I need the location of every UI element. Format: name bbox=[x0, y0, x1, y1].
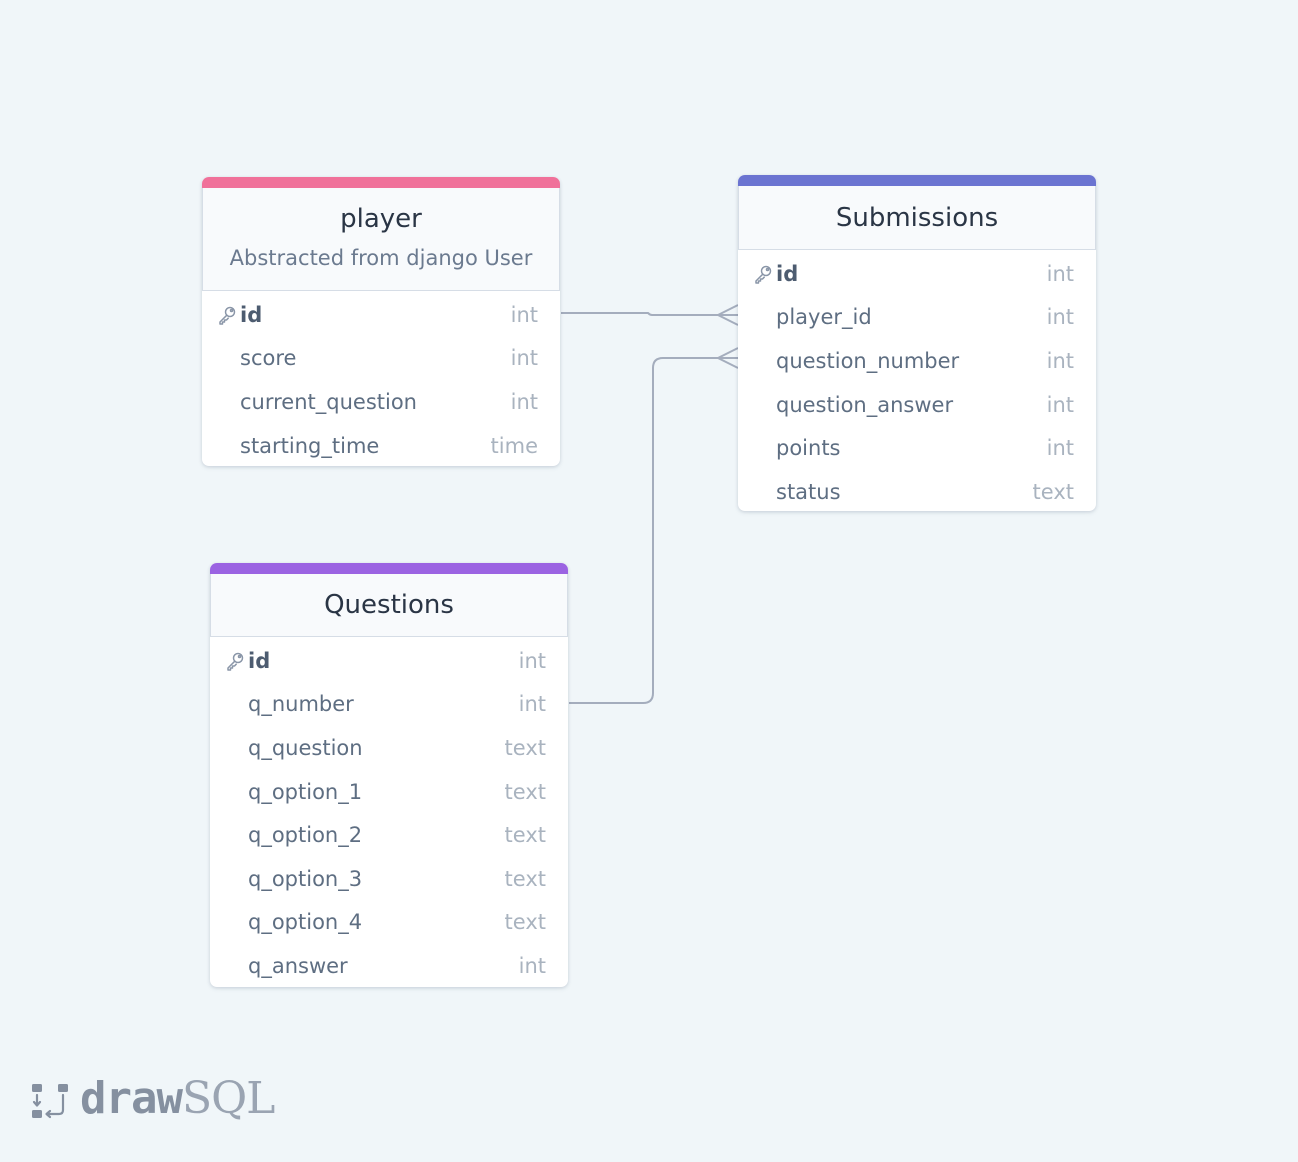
column-name: status bbox=[776, 479, 841, 504]
column-row[interactable]: q_option_4 text bbox=[210, 901, 568, 945]
column-type: text bbox=[504, 866, 546, 891]
column-name: id bbox=[776, 261, 799, 286]
column-name: points bbox=[776, 436, 841, 461]
column-name: player_id bbox=[776, 305, 872, 330]
column-row[interactable]: player_id int bbox=[738, 296, 1096, 340]
table-header[interactable]: Questions bbox=[210, 574, 568, 637]
table-submissions[interactable]: Submissions id int player_id int questio… bbox=[738, 175, 1096, 511]
table-color-bar bbox=[210, 563, 568, 574]
column-row[interactable]: status text bbox=[738, 470, 1096, 511]
column-name: question_answer bbox=[776, 392, 954, 417]
crowfoot-question-number bbox=[717, 347, 739, 369]
table-color-bar bbox=[202, 177, 560, 188]
column-type: text bbox=[504, 779, 546, 804]
column-row[interactable]: q_answer int bbox=[210, 944, 568, 987]
crowfoot-player-id bbox=[717, 304, 739, 326]
key-slot bbox=[210, 651, 248, 671]
column-row[interactable]: q_option_2 text bbox=[210, 813, 568, 857]
column-row[interactable]: id int bbox=[210, 639, 568, 683]
column-type: text bbox=[504, 910, 546, 935]
table-header[interactable]: Submissions bbox=[738, 186, 1096, 250]
column-name: id bbox=[248, 648, 271, 673]
column-type: int bbox=[510, 302, 538, 327]
column-row[interactable]: q_number int bbox=[210, 683, 568, 727]
column-type: text bbox=[504, 823, 546, 848]
key-slot bbox=[202, 305, 240, 325]
table-questions[interactable]: Questions id int q_number int q_question… bbox=[210, 563, 568, 987]
relationship-questions-submissions bbox=[569, 357, 738, 704]
key-slot bbox=[738, 264, 776, 284]
column-row[interactable]: score int bbox=[202, 337, 560, 381]
column-row[interactable]: points int bbox=[738, 426, 1096, 470]
column-name: q_question bbox=[248, 735, 363, 760]
column-row[interactable]: q_question text bbox=[210, 726, 568, 770]
column-name: q_option_3 bbox=[248, 866, 363, 891]
column-list: id int player_id int question_number int… bbox=[738, 250, 1096, 511]
column-list: id int q_number int q_question text q_op… bbox=[210, 637, 568, 987]
column-type: int bbox=[518, 953, 546, 978]
column-type: int bbox=[1046, 261, 1074, 286]
primary-key-icon bbox=[227, 652, 244, 671]
column-name: q_answer bbox=[248, 953, 348, 978]
column-row[interactable]: question_number int bbox=[738, 339, 1096, 383]
column-type: int bbox=[518, 692, 546, 717]
column-type: int bbox=[1046, 348, 1074, 373]
column-row[interactable]: q_option_3 text bbox=[210, 857, 568, 901]
column-name: q_option_1 bbox=[248, 779, 363, 804]
table-title: Submissions bbox=[835, 203, 999, 233]
column-name: question_number bbox=[776, 348, 960, 373]
column-row[interactable]: id int bbox=[738, 252, 1096, 296]
logo-word-sql: SQL bbox=[181, 1072, 275, 1124]
column-name: q_option_4 bbox=[248, 910, 363, 935]
column-type: int bbox=[1046, 392, 1074, 417]
column-name: current_question bbox=[240, 389, 417, 414]
column-name: score bbox=[240, 346, 297, 371]
column-name: starting_time bbox=[240, 433, 380, 458]
column-name: q_option_2 bbox=[248, 823, 363, 848]
logo-word-draw: draw bbox=[80, 1072, 183, 1124]
table-comment: Abstracted from django User bbox=[229, 246, 533, 270]
primary-key-icon bbox=[755, 265, 772, 284]
column-type: int bbox=[1046, 436, 1074, 461]
column-type: text bbox=[504, 735, 546, 760]
column-row[interactable]: q_option_1 text bbox=[210, 770, 568, 814]
column-list: id int score int current_question int st… bbox=[202, 291, 560, 466]
column-name: q_number bbox=[248, 692, 354, 717]
column-type: time bbox=[490, 433, 538, 458]
column-row[interactable]: current_question int bbox=[202, 380, 560, 424]
column-row[interactable]: question_answer int bbox=[738, 383, 1096, 427]
column-type: text bbox=[1032, 479, 1074, 504]
column-type: int bbox=[510, 389, 538, 414]
column-type: int bbox=[518, 648, 546, 673]
column-type: int bbox=[1046, 305, 1074, 330]
table-header[interactable]: player Abstracted from django User bbox=[202, 188, 560, 291]
table-player[interactable]: player Abstracted from django User id in… bbox=[202, 177, 560, 466]
relationship-player-submissions bbox=[561, 312, 738, 316]
table-color-bar bbox=[738, 175, 1096, 186]
column-type: int bbox=[510, 346, 538, 371]
primary-key-icon bbox=[219, 306, 236, 325]
column-name: id bbox=[240, 302, 263, 327]
drawsql-logo-icon bbox=[32, 1084, 68, 1119]
table-title: player bbox=[340, 204, 422, 234]
column-row[interactable]: id int bbox=[202, 293, 560, 337]
column-row[interactable]: starting_time time bbox=[202, 424, 560, 466]
table-title: Questions bbox=[324, 590, 454, 620]
